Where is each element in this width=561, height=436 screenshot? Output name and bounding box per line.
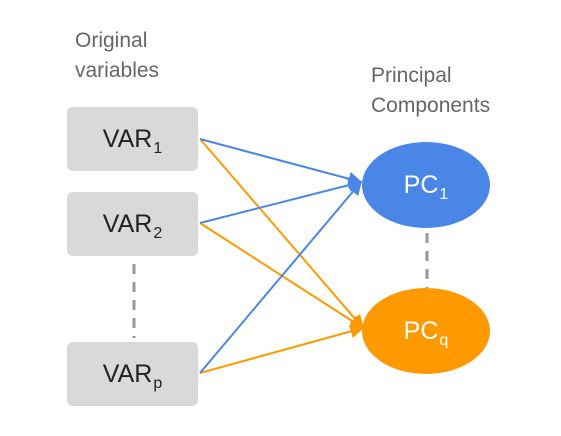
heading-line: Principal (371, 64, 452, 87)
component-label: PC (403, 316, 439, 345)
edge-var2-to-pc1 (199, 178, 363, 224)
principal-components-heading: Principal Components (371, 61, 490, 121)
heading-line: Original (75, 29, 148, 52)
component-subscript: q (439, 332, 449, 349)
variable-label: VAR (102, 359, 153, 388)
variable-label: VAR (102, 124, 153, 153)
variable-label: VAR (102, 209, 153, 238)
variable-subscript: p (153, 375, 163, 392)
edge-varp-to-pcq (199, 324, 365, 374)
component-subscript: 1 (439, 186, 449, 203)
edge-var1-to-pc1 (199, 138, 363, 186)
variable-subscript: 2 (153, 225, 163, 242)
original-variables-heading: Original variables (75, 26, 159, 86)
component-label: PC (403, 170, 439, 199)
heading-line: variables (75, 59, 160, 82)
edge-var1-to-pcq (199, 138, 364, 330)
edge-varp-to-pc1 (199, 180, 362, 374)
heading-line: Components (371, 94, 491, 117)
variable-subscript: 1 (153, 140, 163, 157)
